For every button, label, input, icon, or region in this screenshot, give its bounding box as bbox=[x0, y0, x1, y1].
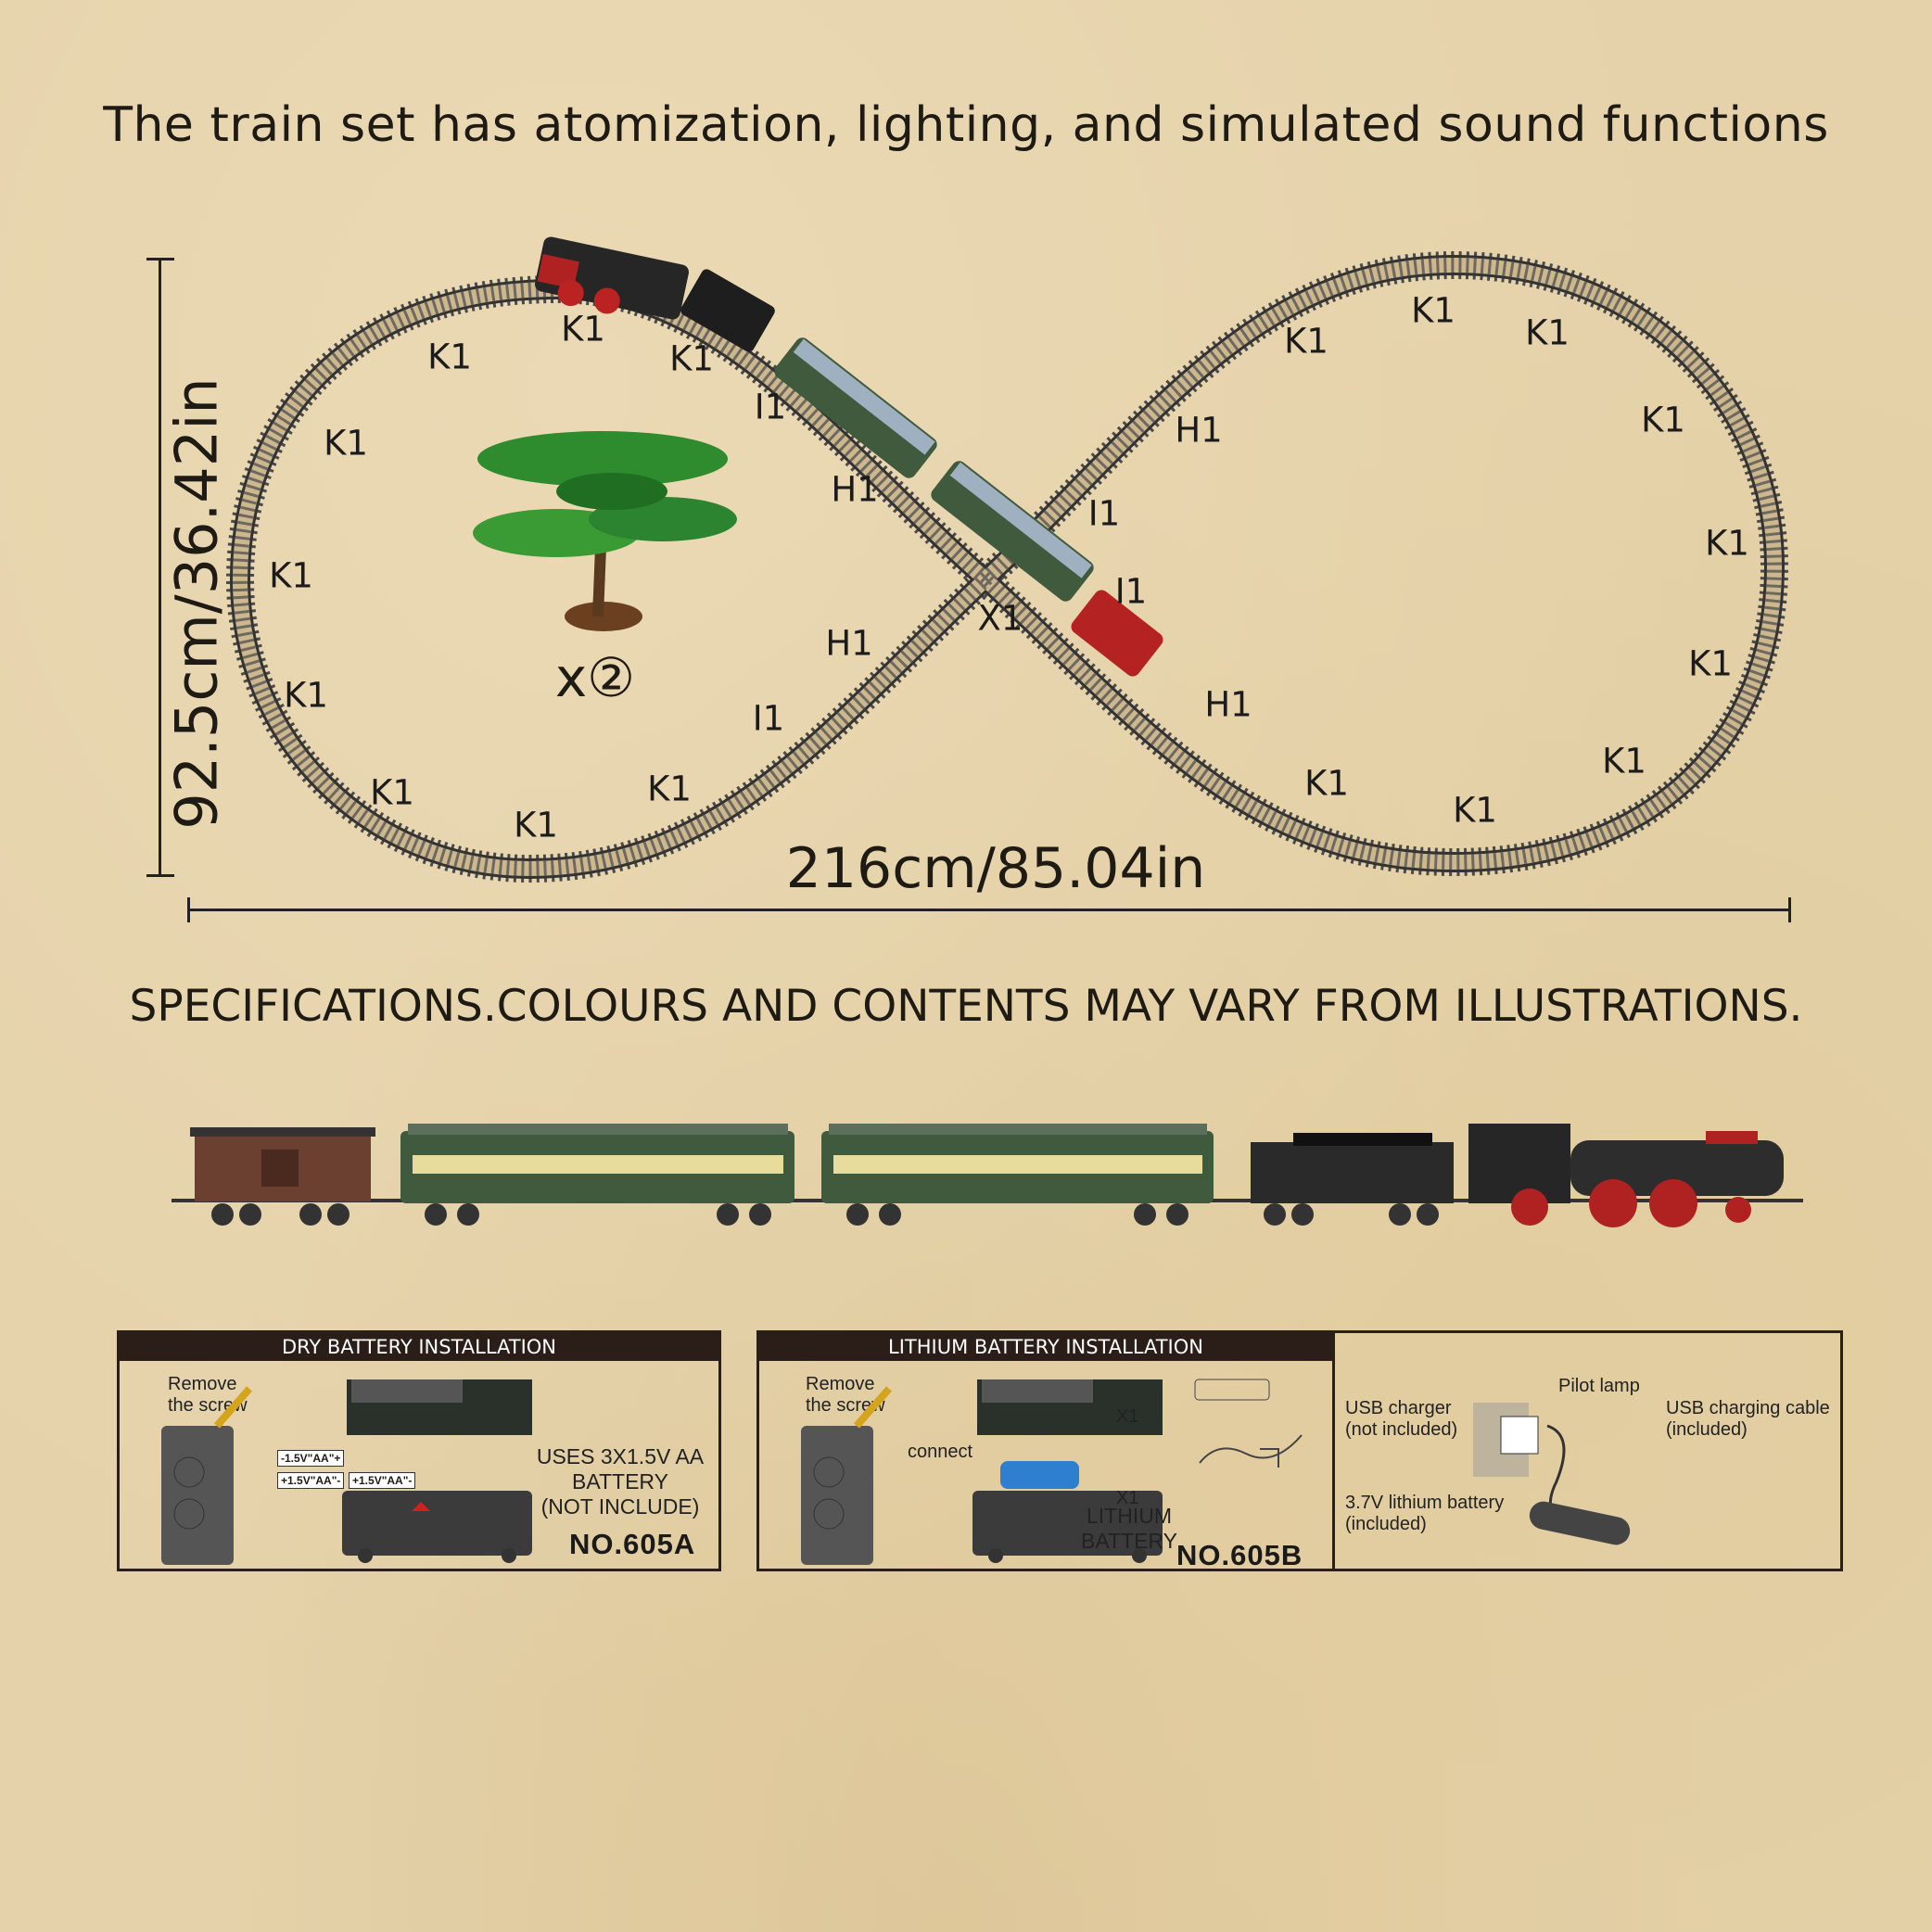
lithium-battery-header: LITHIUM BATTERY INSTALLATION bbox=[759, 1333, 1332, 1361]
model-number: NO.605A bbox=[569, 1528, 696, 1560]
battery-requirement-line: BATTERY bbox=[572, 1469, 668, 1493]
height-dimension-line bbox=[159, 259, 161, 875]
track-label: K1 bbox=[324, 423, 368, 464]
track-label: K1 bbox=[1688, 643, 1733, 684]
steam-locomotive bbox=[1468, 1124, 1784, 1227]
disclaimer: SPECIFICATIONS.COLOURS AND CONTENTS MAY … bbox=[129, 981, 1803, 1032]
track-label: K1 bbox=[1453, 790, 1497, 831]
track-label: I1 bbox=[1114, 571, 1148, 612]
passenger-coach bbox=[821, 1124, 1214, 1226]
pilot-lamp-note: Pilot lamp bbox=[1558, 1376, 1640, 1396]
tree-icon bbox=[473, 431, 737, 631]
lithium-battery-illustration bbox=[801, 1379, 1631, 1565]
lithium-battery-panel: LITHIUM BATTERY INSTALLATION Remove the … bbox=[756, 1330, 1843, 1571]
track-label: K1 bbox=[647, 769, 692, 809]
track-label: K1 bbox=[269, 555, 313, 596]
track-label: H1 bbox=[1204, 684, 1252, 725]
connect-note: connect bbox=[908, 1442, 973, 1462]
usb-charger-note: USB charger (not included) bbox=[1345, 1398, 1458, 1440]
track-label: K1 bbox=[1705, 523, 1749, 564]
track-label: K1 bbox=[1641, 400, 1685, 440]
dimension-cap bbox=[146, 258, 174, 261]
dimension-cap bbox=[1788, 897, 1791, 922]
track-label: X1 bbox=[977, 598, 1023, 639]
width-dimension-label: 216cm/85.04in bbox=[785, 836, 1206, 901]
dry-battery-illustration bbox=[161, 1379, 532, 1565]
usb-cable-note: USB charging cable (included) bbox=[1666, 1398, 1830, 1440]
track-label: I1 bbox=[754, 387, 787, 427]
dry-battery-panel: DRY BATTERY INSTALLATION Remove the scre… bbox=[117, 1330, 721, 1571]
battery-quantity: X1 bbox=[1116, 1406, 1139, 1427]
track-label: I1 bbox=[752, 698, 785, 739]
passenger-coach bbox=[400, 1124, 794, 1226]
track-label: H1 bbox=[1175, 410, 1223, 451]
battery-label: +1.5V"AA"- bbox=[277, 1472, 345, 1489]
track-label: K1 bbox=[1284, 321, 1328, 362]
train-lineup bbox=[172, 1124, 1803, 1227]
track-label: K1 bbox=[427, 337, 472, 377]
track-label: K1 bbox=[284, 675, 328, 716]
model-number: NO.605B bbox=[1176, 1539, 1303, 1571]
panel-divider bbox=[1332, 1333, 1335, 1569]
width-dimension-line bbox=[188, 909, 1789, 911]
battery-label: +1.5V"AA"- bbox=[349, 1472, 416, 1489]
headline: The train set has atomization, lighting,… bbox=[103, 97, 1829, 153]
track-label: K1 bbox=[514, 805, 558, 845]
caboose-on-track bbox=[1071, 590, 1163, 677]
coach-on-track bbox=[774, 337, 937, 478]
track-label: H1 bbox=[825, 623, 873, 664]
tender-on-track bbox=[680, 269, 775, 352]
track-label: K1 bbox=[669, 338, 714, 379]
dry-battery-header: DRY BATTERY INSTALLATION bbox=[120, 1333, 718, 1361]
track-label: K1 bbox=[561, 309, 605, 350]
caboose bbox=[190, 1127, 375, 1226]
tree-quantity: x② bbox=[554, 646, 636, 709]
dimension-cap bbox=[146, 874, 174, 877]
track-label: K1 bbox=[1411, 290, 1455, 331]
coach-on-track bbox=[931, 461, 1094, 602]
lithium-battery-label: LITHIUM BATTERY bbox=[1081, 1504, 1177, 1553]
track-label: K1 bbox=[1525, 312, 1570, 353]
track-label: I1 bbox=[1087, 493, 1121, 534]
figure-eight-track bbox=[0, 236, 1932, 927]
track-label: H1 bbox=[831, 469, 879, 510]
track-label: K1 bbox=[370, 772, 414, 813]
track-label: K1 bbox=[1304, 763, 1349, 804]
dimension-cap bbox=[187, 897, 190, 922]
battery-requirement: USES 3X1.5V AA BATTERY (NOT INCLUDE) bbox=[527, 1444, 713, 1519]
track-label: K1 bbox=[1602, 741, 1646, 782]
cable-quantity: X1 bbox=[1116, 1488, 1139, 1508]
locomotive-on-track bbox=[534, 236, 690, 320]
coal-tender bbox=[1251, 1133, 1454, 1226]
lithium-battery-note: 3.7V lithium battery (included) bbox=[1345, 1493, 1505, 1534]
battery-label: -1.5V"AA"+ bbox=[277, 1450, 345, 1467]
battery-requirement-line: (NOT INCLUDE) bbox=[540, 1494, 700, 1519]
battery-requirement-line: USES 3X1.5V AA bbox=[536, 1444, 705, 1468]
